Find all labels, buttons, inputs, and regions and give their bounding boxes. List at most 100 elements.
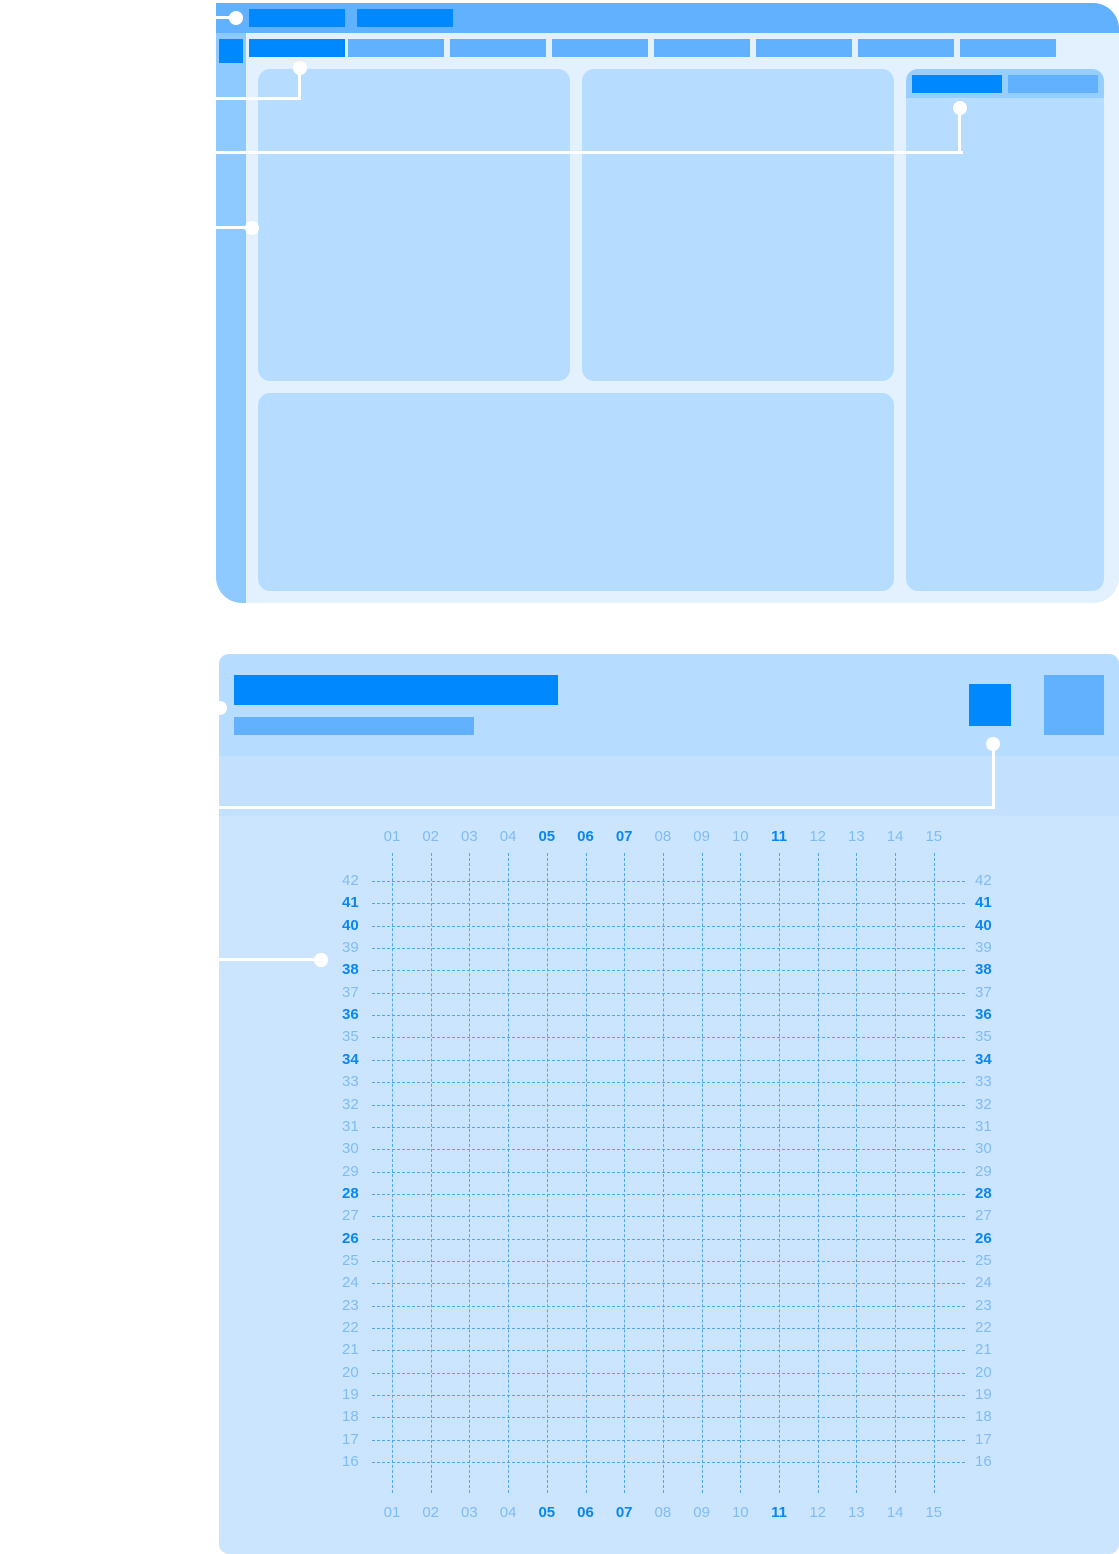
row-label-left: 18 — [342, 1408, 359, 1426]
connector-line — [216, 97, 301, 100]
connector-line — [219, 806, 995, 809]
row-label-left: 17 — [342, 1430, 359, 1448]
column-label-top: 05 — [538, 828, 556, 845]
column-label-bottom: 06 — [577, 1504, 594, 1521]
column-label-top: 07 — [615, 828, 633, 845]
column-label-bottom: 04 — [499, 1504, 517, 1521]
grid-row-line — [372, 1328, 965, 1329]
connector-line — [992, 746, 995, 809]
column-label-top: 10 — [731, 828, 749, 845]
toolbar-tab-6[interactable] — [756, 39, 852, 57]
sidebar-icon[interactable] — [219, 39, 243, 63]
grid-row-line — [372, 1104, 965, 1106]
toolbar-tab-4[interactable] — [552, 39, 648, 57]
toolbar-tab-7[interactable] — [858, 39, 954, 57]
row-label-left: 40 — [342, 916, 359, 934]
column-label-top: 03 — [461, 828, 478, 845]
row-label-left: 31 — [342, 1117, 359, 1135]
row-label-right: 36 — [975, 1006, 992, 1024]
grid-row-line — [372, 1171, 965, 1173]
row-label-right: 38 — [975, 961, 992, 979]
grid-row-line — [372, 1260, 965, 1262]
row-label-right: 34 — [975, 1050, 992, 1068]
row-label-left: 42 — [342, 872, 359, 889]
row-label-left: 34 — [342, 1050, 359, 1068]
toolbar-tab-5[interactable] — [654, 39, 750, 57]
row-label-right: 30 — [975, 1140, 992, 1158]
toolbar-tab-3[interactable] — [450, 39, 546, 57]
grid-column-line — [701, 853, 703, 1493]
toolbar-tab-1[interactable] — [249, 39, 345, 57]
connector-dot — [213, 701, 227, 715]
connector-line — [216, 151, 963, 154]
grid-row-line — [372, 1305, 965, 1307]
connector-line — [216, 226, 253, 229]
side-panel — [906, 69, 1104, 591]
row-label-right: 17 — [975, 1430, 992, 1448]
connector-dot — [986, 737, 1000, 751]
row-label-right: 35 — [975, 1028, 992, 1046]
side-panel-tab-2[interactable] — [1008, 75, 1098, 93]
title-bar-tab-1[interactable] — [249, 9, 345, 27]
column-label-top: 12 — [809, 828, 827, 845]
grid-row-line — [372, 1417, 965, 1419]
connector-dot — [229, 11, 243, 25]
grid-row-line — [372, 1439, 965, 1441]
row-label-right: 29 — [975, 1162, 992, 1180]
grid-column-line — [508, 853, 510, 1493]
grid-row-line — [372, 992, 965, 994]
grid-row-line — [372, 925, 965, 927]
row-label-right: 41 — [975, 894, 992, 912]
grid-column-line — [624, 853, 626, 1493]
row-label-left: 35 — [342, 1028, 359, 1046]
column-label-bottom: 14 — [886, 1504, 904, 1521]
grid-row-line — [372, 1395, 965, 1397]
column-label-top: 02 — [422, 828, 440, 845]
row-label-left: 20 — [342, 1363, 359, 1381]
connector-line — [958, 109, 961, 154]
content-panel-1 — [258, 69, 570, 381]
grid-column-line — [392, 853, 393, 1493]
row-label-left: 30 — [342, 1140, 359, 1158]
row-label-right: 22 — [975, 1319, 992, 1336]
grid-row-line — [372, 1216, 965, 1218]
column-label-bottom: 12 — [809, 1504, 827, 1521]
toolbar-tab-2[interactable] — [348, 39, 444, 57]
toolbar-tab-8[interactable] — [960, 39, 1056, 57]
column-label-bottom: 05 — [538, 1504, 556, 1521]
row-label-right: 20 — [975, 1363, 992, 1381]
column-label-bottom: 01 — [383, 1504, 401, 1521]
row-label-right: 33 — [975, 1073, 992, 1091]
connector-line — [219, 958, 321, 961]
grid-row-line — [372, 1059, 965, 1061]
grid-column-line — [585, 853, 587, 1493]
grid-row-line — [372, 1238, 965, 1240]
column-label-bottom: 15 — [925, 1504, 943, 1521]
row-label-right: 28 — [975, 1184, 992, 1202]
detail-action-button[interactable] — [969, 684, 1011, 726]
grid-row-line — [372, 1193, 965, 1195]
connector-dot — [245, 221, 259, 235]
side-panel-tab-1[interactable] — [912, 75, 1002, 93]
row-label-left: 28 — [342, 1184, 359, 1202]
grid-column-line — [856, 853, 858, 1493]
detail-subtitle-bar — [234, 717, 474, 735]
grid-row-line — [372, 1015, 965, 1017]
row-label-right: 42 — [975, 872, 992, 889]
row-label-left: 16 — [342, 1453, 359, 1471]
connector-dot — [953, 101, 967, 115]
row-label-left: 41 — [342, 894, 359, 912]
column-label-bottom: 10 — [731, 1504, 749, 1521]
row-label-left: 21 — [342, 1341, 359, 1359]
grid-row-line — [372, 1462, 965, 1464]
row-label-left: 29 — [342, 1162, 359, 1180]
column-label-bottom: 08 — [654, 1504, 672, 1521]
row-label-left: 39 — [342, 939, 359, 957]
row-label-right: 25 — [975, 1251, 992, 1269]
connector-line — [298, 69, 301, 100]
grid-row-line — [372, 1126, 965, 1128]
row-label-left: 37 — [342, 983, 359, 1001]
app-window-wireframe — [216, 3, 1119, 603]
title-bar-tab-2[interactable] — [357, 9, 453, 27]
